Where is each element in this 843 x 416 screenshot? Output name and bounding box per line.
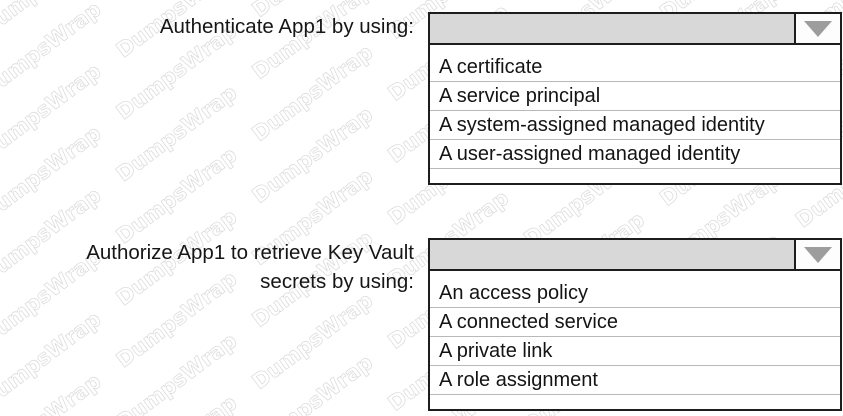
dropdown-authorize-option-list[interactable]: An access policy A connected service A p…: [428, 271, 842, 411]
option-item[interactable]: A certificate: [430, 53, 840, 82]
dropdown-authenticate-value: [430, 14, 794, 43]
dropdown-authenticate-arrow-button[interactable]: [794, 14, 840, 43]
dropdown-authorize-arrow-button[interactable]: [794, 240, 840, 269]
option-list-bottom-spacer: [430, 395, 840, 409]
dropdown-authenticate-option-list[interactable]: A certificate A service principal A syst…: [428, 45, 842, 185]
option-item[interactable]: A service principal: [430, 82, 840, 111]
question-label-authenticate: Authenticate App1 by using:: [159, 15, 414, 38]
dropdown-group-authenticate: A certificate A service principal A syst…: [428, 12, 842, 185]
chevron-down-icon: [804, 246, 832, 263]
option-list-bottom-spacer: [430, 169, 840, 183]
option-list-top-spacer: [430, 45, 840, 53]
dropdown-authenticate[interactable]: [428, 12, 842, 45]
option-item[interactable]: A connected service: [430, 308, 840, 337]
option-item[interactable]: A role assignment: [430, 366, 840, 395]
option-item[interactable]: A user-assigned managed identity: [430, 140, 840, 169]
question-row-authenticate: Authenticate App1 by using: A certificat…: [0, 12, 843, 185]
option-item[interactable]: A system-assigned managed identity: [430, 111, 840, 140]
dropdown-group-authorize: An access policy A connected service A p…: [428, 238, 842, 411]
option-list-top-spacer: [430, 271, 840, 279]
chevron-down-icon: [804, 20, 832, 37]
dropdown-authorize-value: [430, 240, 794, 269]
option-item[interactable]: An access policy: [430, 279, 840, 308]
dropdown-authorize[interactable]: [428, 238, 842, 271]
question-label-authorize: Authorize App1 to retrieve Key Vault sec…: [86, 241, 414, 293]
question-row-authorize: Authorize App1 to retrieve Key Vault sec…: [0, 238, 843, 411]
option-item[interactable]: A private link: [430, 337, 840, 366]
